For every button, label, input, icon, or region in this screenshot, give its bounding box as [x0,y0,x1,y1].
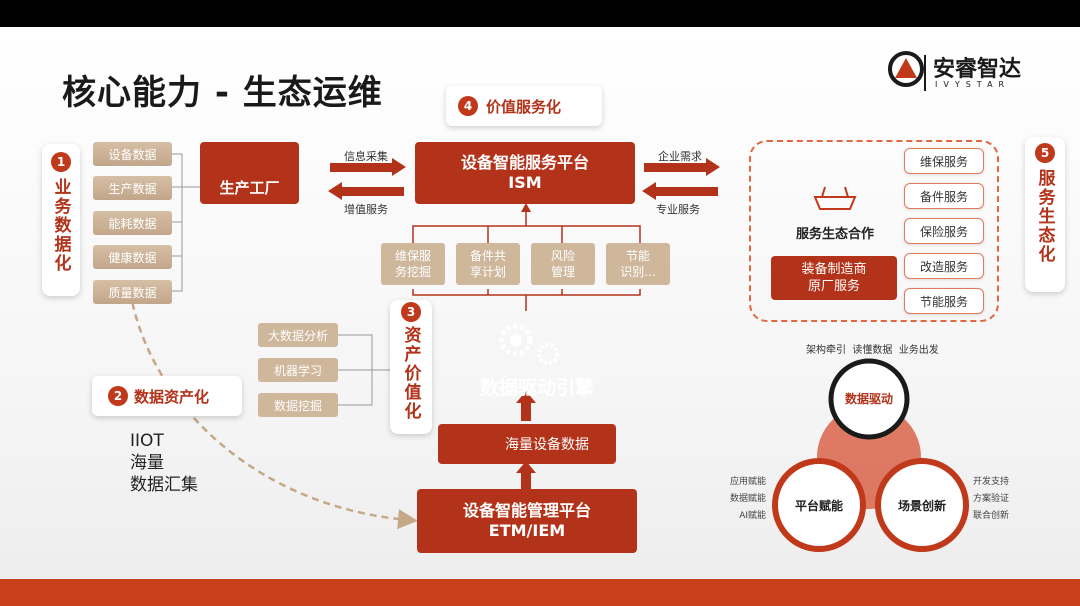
venn-left-note: AI赋能 [739,511,766,521]
venn-left-label: 平台赋能 [794,499,843,513]
value-item-line: 务挖掘 [394,265,431,279]
oem-service-box: 装备制造商 原厂服务 [771,256,897,300]
eco-service: 备件服务 [904,183,984,209]
engine-label-overlay: 数据驱动引擎 [479,377,594,399]
venn-right-label: 场景创新 [897,499,946,513]
iiot-label: IIOT [130,431,164,451]
factory-label: 生产工厂 [219,179,280,197]
logo-sub: IVYSTAR [935,80,1011,89]
info-collect-label: 信息采集 [344,150,388,163]
bottom-bar [0,579,1080,606]
section-4-number: 4 [458,96,478,116]
eco-service: 保险服务 [904,218,984,244]
section-4-tag: 4 价值服务化 [446,86,602,126]
business-data-item: 健康数据 [93,245,172,269]
venn-right-note: 联合创新 [973,511,1010,521]
eco-title: 服务生态合作 [796,227,875,242]
business-data-item: 质量数据 [93,280,172,304]
value-item-line: 备件共 [469,249,506,263]
iiot-label: 海量 [130,453,164,473]
section-5-number: 5 [1035,143,1055,163]
value-item-line: 维保服 [394,249,431,263]
section-1-label: 业务数据化 [50,178,71,273]
value-item-line: 管理 [550,265,575,279]
value-item-line: 享计划 [469,265,506,279]
value-item: 备件共享计划 [456,243,520,285]
oem-line: 装备制造商 [801,262,867,277]
section-1-number: 1 [51,152,71,172]
basket-icon [810,182,860,212]
business-data-item: 设备数据 [93,142,172,166]
section-2-number: 2 [108,386,128,406]
ism-code: ISM [508,173,542,192]
logo-divider [924,55,926,91]
value-item: 风险管理 [531,243,595,285]
page-title: 核心能力 - 生态运维 [62,73,383,113]
venn-caption: 架构牵引 读懂数据 业务出发 [806,345,939,356]
section-2-tag: 2 数据资产化 [92,376,242,416]
ism-title: 设备智能服务平台 [460,153,589,172]
eco-service: 节能服务 [904,288,984,314]
oem-line: 原厂服务 [807,279,860,294]
value-item-line: 节能 [625,249,650,263]
venn-left-note: 数据赋能 [729,494,766,504]
value-item: 节能识别... [606,243,670,285]
business-data-item: 生产数据 [93,176,172,200]
connectors [128,51,969,552]
venn-top-label: 数据驱动 [844,392,893,406]
iiot-label: 数据汇集 [130,475,198,495]
venn-right-note: 方案验证 [973,494,1010,504]
eco-service: 改造服务 [904,253,984,279]
value-added-label: 增值服务 [344,203,388,216]
section-5-tag: 5 服务生态化 [1025,137,1065,292]
logo-name: 安睿智达 [933,57,1022,82]
enterprise-demand-label: 企业需求 [658,150,702,163]
section-4-label: 价值服务化 [486,97,562,116]
section-3-number: 3 [401,302,421,322]
section-1-tag: 1 业务数据化 [42,144,80,296]
value-item-line: 识别... [620,265,656,279]
eco-box [749,140,999,322]
value-item: 维保服务挖掘 [381,243,445,285]
analysis-item: 大数据分析 [258,323,338,347]
massive-data-label: 海量设备数据 [505,437,589,453]
etm-platform: 设备智能管理平台 ETM/IEM [417,489,637,553]
ism-platform: 设备智能服务平台 ISM [415,142,635,204]
section-3-tag: 3 资产价值化 [390,300,432,434]
section-2-label: 数据资产化 [134,387,210,406]
eco-service: 维保服务 [904,148,984,174]
etm-code: ETM/IEM [488,521,566,540]
massive-device-data: 海量设备数据 [438,424,616,464]
factory-box: 生产工厂 [200,142,299,204]
analysis-item: 数据挖掘 [258,393,338,417]
venn-left-note: 应用赋能 [729,477,766,487]
section-3-label: 资产价值化 [400,326,421,421]
analysis-item: 机器学习 [258,358,338,382]
business-data-item: 能耗数据 [93,211,172,235]
professional-service-label: 专业服务 [656,203,700,216]
slide: 核心能力 - 生态运维 安睿智达 IVYSTAR 1 业务数据化 设备数据 生产… [0,27,1080,606]
etm-title: 设备智能管理平台 [462,501,591,520]
section-5-label: 服务生态化 [1034,169,1055,264]
value-item-line: 风险 [550,249,575,263]
venn-right-note: 开发支持 [973,477,1010,487]
